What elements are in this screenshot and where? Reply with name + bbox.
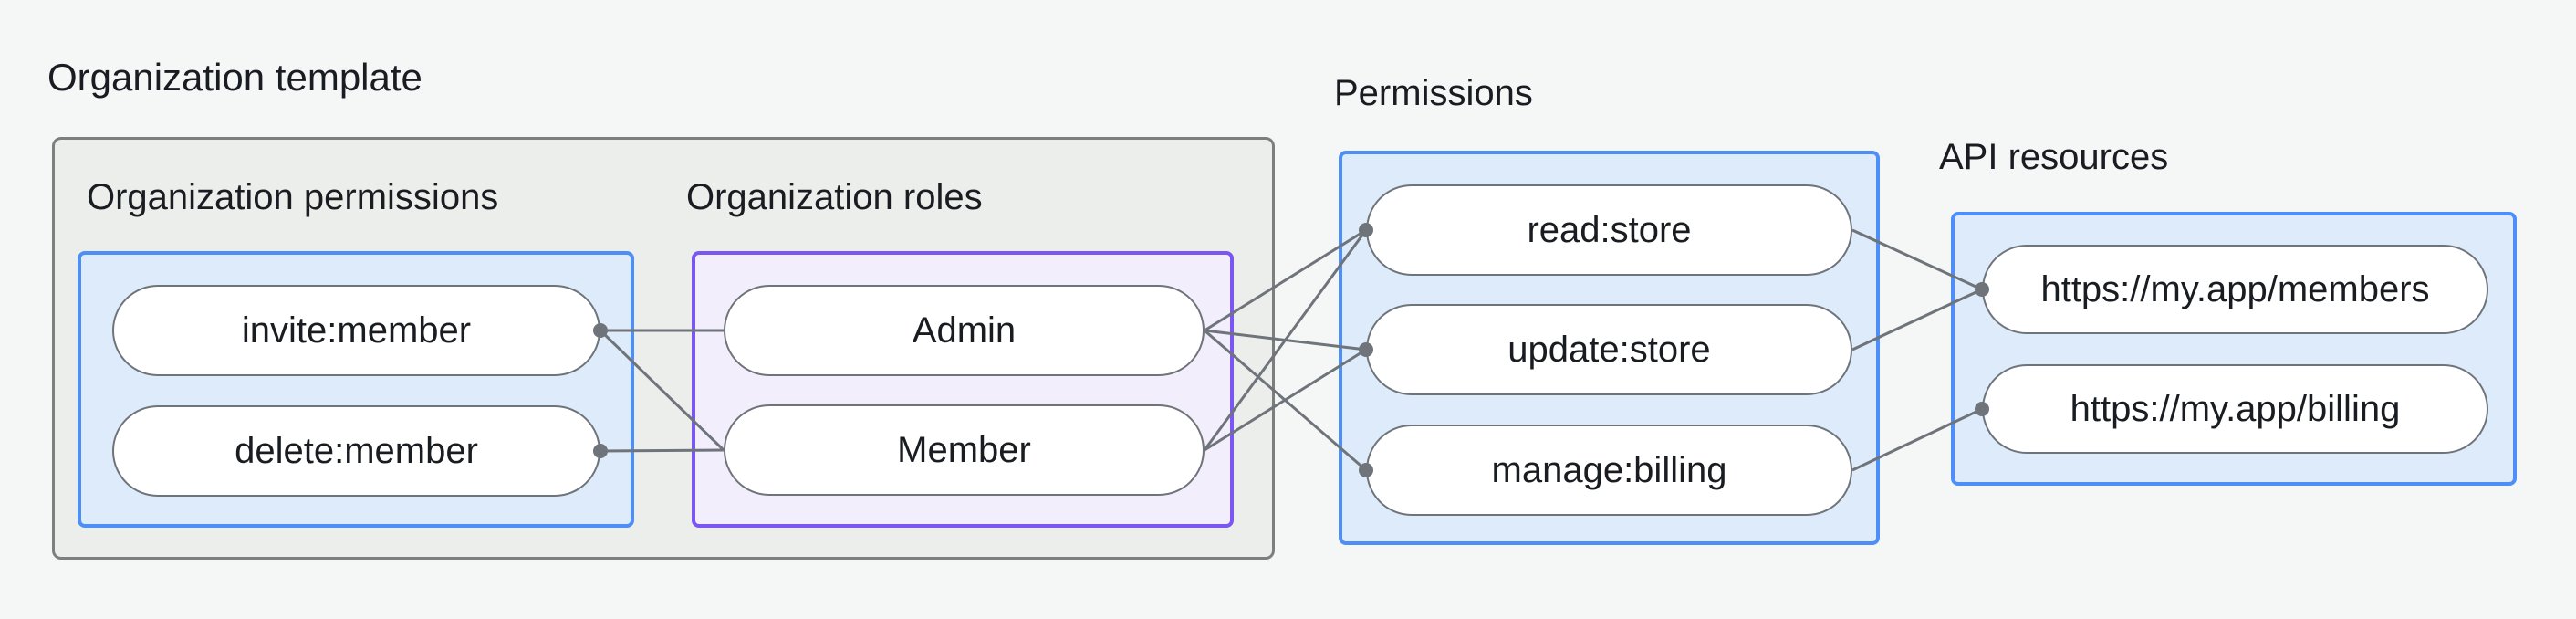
- organization-permissions-label: Organization permissions: [87, 177, 499, 217]
- organization-template-title: Organization template: [47, 56, 422, 99]
- organization-roles-label: Organization roles: [686, 177, 983, 217]
- permissions-label: Permissions: [1334, 73, 1533, 113]
- pill-member-role: Member: [724, 404, 1205, 496]
- pill-read-store: read:store: [1366, 184, 1852, 276]
- pill-manage-billing: manage:billing: [1366, 425, 1852, 516]
- api-resources-label: API resources: [1939, 137, 2169, 177]
- pill-api-members-url: https://my.app/members: [1982, 245, 2488, 334]
- pill-invite-member: invite:member: [112, 285, 600, 376]
- pill-admin-role: Admin: [724, 285, 1205, 376]
- pill-api-billing-url: https://my.app/billing: [1982, 364, 2488, 454]
- pill-update-store: update:store: [1366, 304, 1852, 395]
- pill-delete-member: delete:member: [112, 405, 600, 497]
